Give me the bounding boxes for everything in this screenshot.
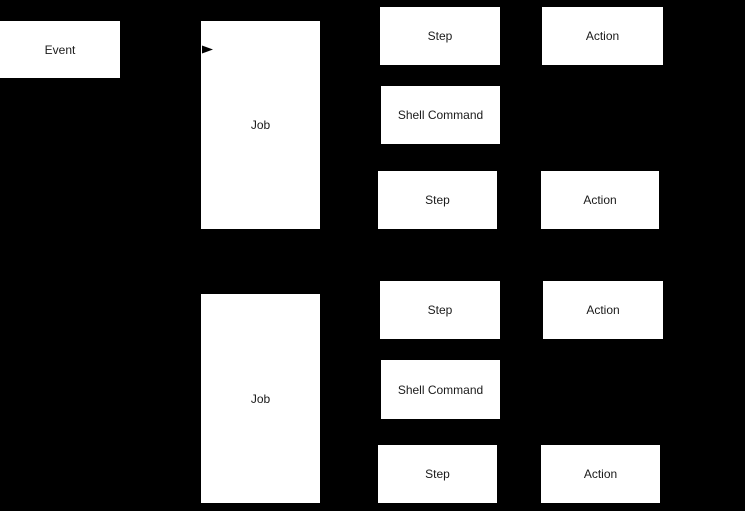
node-label: Shell Command [397, 108, 484, 122]
node-job-2[interactable]: Job [201, 294, 320, 503]
node-label: Action [583, 193, 617, 207]
node-label: Action [586, 303, 620, 317]
node-label: Shell Command [397, 382, 484, 397]
node-label: Job [250, 391, 271, 406]
node-label: Action [583, 467, 618, 481]
node-step-4[interactable]: Step [378, 445, 497, 503]
node-label: Event [44, 42, 76, 57]
node-label: Step [427, 29, 453, 43]
node-step-1[interactable]: Step [380, 7, 500, 65]
node-action-4[interactable]: Action [541, 445, 660, 503]
node-action-1[interactable]: Action [542, 7, 663, 65]
node-action-3[interactable]: Action [543, 281, 663, 339]
node-label: Action [585, 29, 620, 43]
node-step-2[interactable]: Step [378, 171, 497, 229]
node-shell-command-2[interactable]: Shell Command [381, 360, 500, 419]
node-label: Step [425, 467, 450, 481]
node-label: Step [425, 193, 450, 207]
node-action-2[interactable]: Action [541, 171, 659, 229]
node-job-1[interactable]: Job [201, 21, 320, 229]
node-step-3[interactable]: Step [380, 281, 500, 339]
node-shell-command-1[interactable]: Shell Command [381, 86, 500, 144]
node-label: Step [427, 303, 453, 317]
node-label: Job [250, 118, 271, 132]
node-event[interactable]: Event [0, 21, 120, 78]
